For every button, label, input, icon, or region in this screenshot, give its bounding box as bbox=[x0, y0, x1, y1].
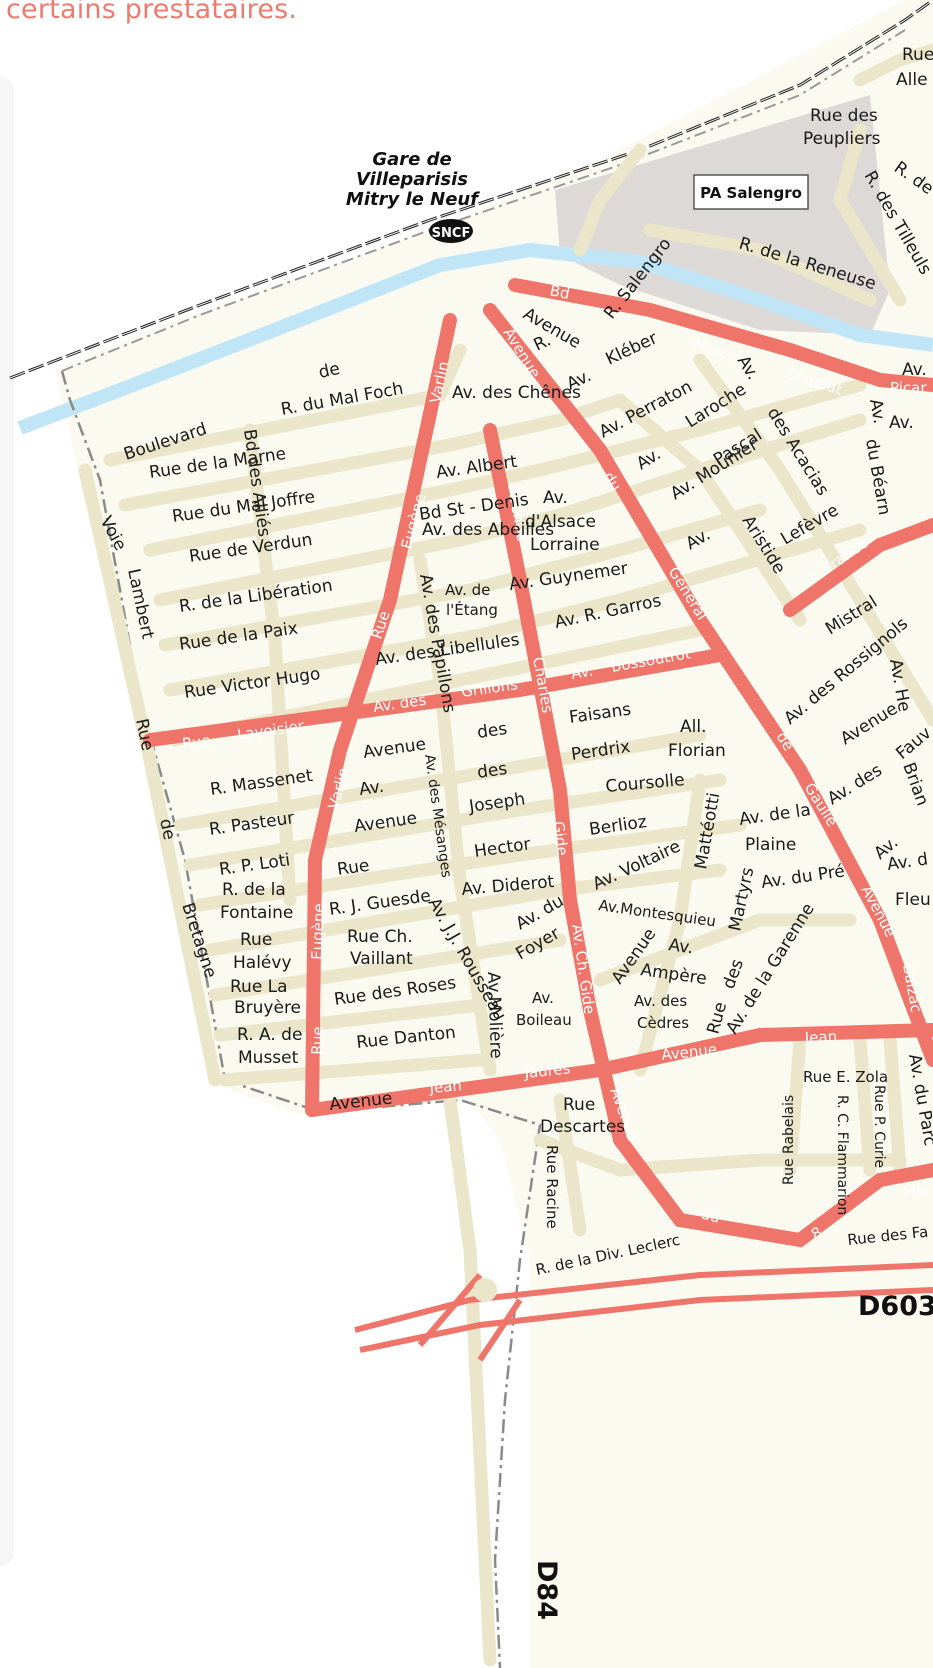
lbl-bruyere-1: Rue La bbox=[230, 977, 288, 997]
lbl-rue-lav: Rue bbox=[181, 731, 212, 753]
lbl-halevy-1: Rue bbox=[240, 930, 272, 950]
lbl-ampere-1: Av. bbox=[667, 935, 694, 958]
lbl-alsace-3: Lorraine bbox=[530, 535, 600, 555]
lbl-bruyere-2: Bruyère bbox=[234, 998, 301, 1018]
lbl-des-1: des bbox=[476, 719, 509, 743]
lbl-rue-allee-1: Rue bbox=[902, 45, 933, 65]
lbl-bd: Bd bbox=[548, 281, 571, 303]
lbl-avenue5: Avenue bbox=[661, 1040, 718, 1064]
lbl-descartes-1: Rue bbox=[563, 1095, 595, 1115]
lbl-alsace-1: Av. bbox=[543, 488, 568, 508]
lbl-moliere: Av.Molière bbox=[483, 971, 506, 1058]
lbl-rue2: Rue bbox=[308, 1026, 327, 1055]
lbl-gide: Gide bbox=[549, 820, 572, 857]
lbl-av-right-2: Av. bbox=[902, 360, 927, 380]
interchange bbox=[473, 1278, 497, 1302]
lbl-florian-2: Florian bbox=[668, 741, 726, 761]
side-panel bbox=[0, 76, 12, 1566]
lbl-jean2: Jean bbox=[803, 1027, 837, 1047]
main-roads bbox=[143, 278, 933, 1248]
lbl-bearn-1: Av. bbox=[865, 397, 889, 425]
lbl-fontaine-1: R. de la bbox=[222, 880, 286, 900]
lbl-etang-2: l'Étang bbox=[446, 600, 498, 619]
boundary-top bbox=[61, 29, 906, 372]
lbl-r-1: R. bbox=[531, 330, 555, 355]
station-name-3: Mitry le Neuf bbox=[346, 189, 480, 210]
lbl-plaine-2: Plaine bbox=[745, 835, 796, 855]
lbl-abeilles: Av. des Abeilles bbox=[422, 520, 554, 540]
lbl-av-boss: Av. bbox=[570, 661, 595, 683]
lbl-curie: Rue P. Curie bbox=[871, 1085, 887, 1168]
lbl-boileau-2: Boileau bbox=[516, 1011, 572, 1029]
lbl-musset-2: Musset bbox=[238, 1048, 299, 1068]
lbl-boileau-1: Av. bbox=[532, 989, 554, 1007]
lbl-du2: du bbox=[699, 1204, 722, 1226]
lbl-de-v: de bbox=[155, 817, 179, 842]
lbl-picar: Picar bbox=[890, 379, 927, 397]
header-note: certains prestataires. bbox=[6, 0, 298, 25]
lbl-etang-1: Av. de bbox=[445, 581, 490, 599]
zone-label-box bbox=[693, 174, 809, 210]
lbl-zola: Rue E. Zola bbox=[803, 1068, 888, 1086]
lbl-perdrix-1: Av. bbox=[358, 777, 385, 800]
lbl-fleu: Fleu bbox=[895, 890, 931, 910]
lbl-rue-allee-2: Alle bbox=[896, 70, 928, 90]
lbl-halevy-2: Halévy bbox=[233, 953, 292, 973]
lbl-jaures: Jaurès bbox=[523, 1059, 572, 1082]
lbl-cedres-2: Cèdres bbox=[637, 1014, 689, 1032]
lbl-alsace-2: d'Alsace bbox=[525, 512, 596, 532]
lbl-vaillant-2: Vaillant bbox=[350, 949, 413, 969]
lbl-hector-1: Rue bbox=[336, 856, 371, 880]
lbl-chenes: Av. des Chênes bbox=[452, 383, 581, 403]
d84-label: D84 bbox=[531, 1560, 562, 1620]
avenue-jean-jaures bbox=[305, 1023, 933, 1117]
lbl-flammarion: R. C. Flammarion bbox=[834, 1095, 850, 1215]
station-name-1: Gare de bbox=[372, 149, 451, 170]
lbl-av-right-1: Av. bbox=[889, 413, 914, 433]
rue-eugene-varlin bbox=[305, 313, 457, 1117]
lbl-peupliers-1: Rue des bbox=[810, 106, 878, 126]
land-area bbox=[55, 0, 933, 1668]
station-name-2: Villeparisis bbox=[356, 169, 468, 190]
canal bbox=[17, 242, 933, 435]
av-a-france bbox=[783, 518, 933, 617]
lbl-florian-1: All. bbox=[680, 717, 706, 737]
d603-highway bbox=[354, 1262, 933, 1362]
lbl-rabelais: Rue Rabelais bbox=[781, 1095, 797, 1185]
sncf-badge: SNCF bbox=[429, 219, 473, 243]
lbl-eugene2: Eugène bbox=[308, 903, 328, 960]
lbl-musset-1: R. A. de bbox=[237, 1025, 302, 1045]
lbl-racine: Rue Racine bbox=[543, 1145, 561, 1229]
lbl-des-2: des bbox=[476, 759, 509, 783]
lbl-cedres-1: Av. des bbox=[634, 992, 687, 1010]
avenue-general-de-gaulle bbox=[483, 303, 933, 1067]
lbl-de-top: de bbox=[317, 359, 342, 383]
lbl-descartes-2: Descartes bbox=[540, 1117, 625, 1137]
zone-name: PA Salengro bbox=[700, 184, 802, 202]
lbl-vaillant-1: Rue Ch. bbox=[347, 927, 413, 947]
bd-marcel-sembat bbox=[508, 278, 933, 392]
sncf-label: SNCF bbox=[432, 226, 471, 241]
lbl-mai: Mai bbox=[902, 1179, 931, 1200]
lbl-fontaine-2: Fontaine bbox=[220, 903, 293, 923]
rue-lavoisier bbox=[143, 648, 727, 747]
d603-label: D603 bbox=[858, 1291, 933, 1322]
lbl-jean1: Jean bbox=[428, 1076, 463, 1097]
lbl-peupliers-2: Peupliers bbox=[803, 129, 881, 149]
